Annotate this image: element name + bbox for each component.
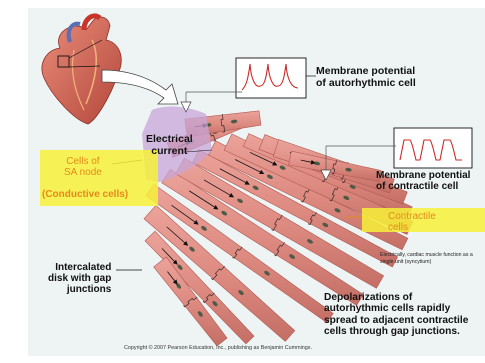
membrane-contractile-line-1: Membrane potential [376, 170, 470, 181]
conductive-cells-label: (Conductive cells) [42, 189, 128, 200]
intercalated-line-3: junctions [48, 284, 111, 295]
membrane-auto-line-2: of autorhythmic cell [316, 78, 416, 90]
membrane-contractile-line-2: of contractile cell [376, 181, 470, 192]
sa-node-line-1: Cells of [64, 156, 102, 167]
copyright-text: Copyright © 2007 Pearson Education, Inc.… [124, 345, 312, 351]
depolarization-label: Depolarizations of autorhythmic cells ra… [324, 292, 468, 338]
syncytium-note: Electrically, cardiac muscle function as… [380, 252, 476, 266]
contractile-waveform-icon [394, 128, 472, 168]
electrical-current-line-2: current [146, 146, 193, 158]
intercalated-line-1: Intercalated [48, 262, 111, 273]
autorhythmic-waveform-icon [236, 58, 316, 98]
contractile-cells-label: Contractile cells [388, 211, 436, 233]
intercalated-disk-label: Intercalated disk with gap junctions [48, 262, 111, 296]
electrical-current-label: Electrical current [146, 134, 193, 158]
depolarization-line-3: spread to adjacent contractile [324, 315, 468, 326]
contractile-line-1: Contractile [388, 211, 436, 222]
intercalated-line-2: disk with gap [48, 273, 111, 284]
membrane-auto-line-1: Membrane potential [316, 66, 416, 78]
depolarization-line-1: Depolarizations of [324, 292, 468, 303]
electrical-current-line-1: Electrical [146, 134, 193, 146]
membrane-potential-contractile-label: Membrane potential of contractile cell [376, 170, 470, 192]
membrane-potential-autorhythmic-label: Membrane potential of autorhythmic cell [316, 66, 416, 90]
contractile-line-2: cells [388, 222, 436, 233]
depolarization-line-2: autorhythmic cells rapidly [324, 303, 468, 314]
depolarization-line-4: cells through gap junctions. [324, 326, 468, 337]
sa-node-line-2: SA node [64, 167, 102, 178]
sa-node-label: Cells of SA node [64, 156, 102, 178]
